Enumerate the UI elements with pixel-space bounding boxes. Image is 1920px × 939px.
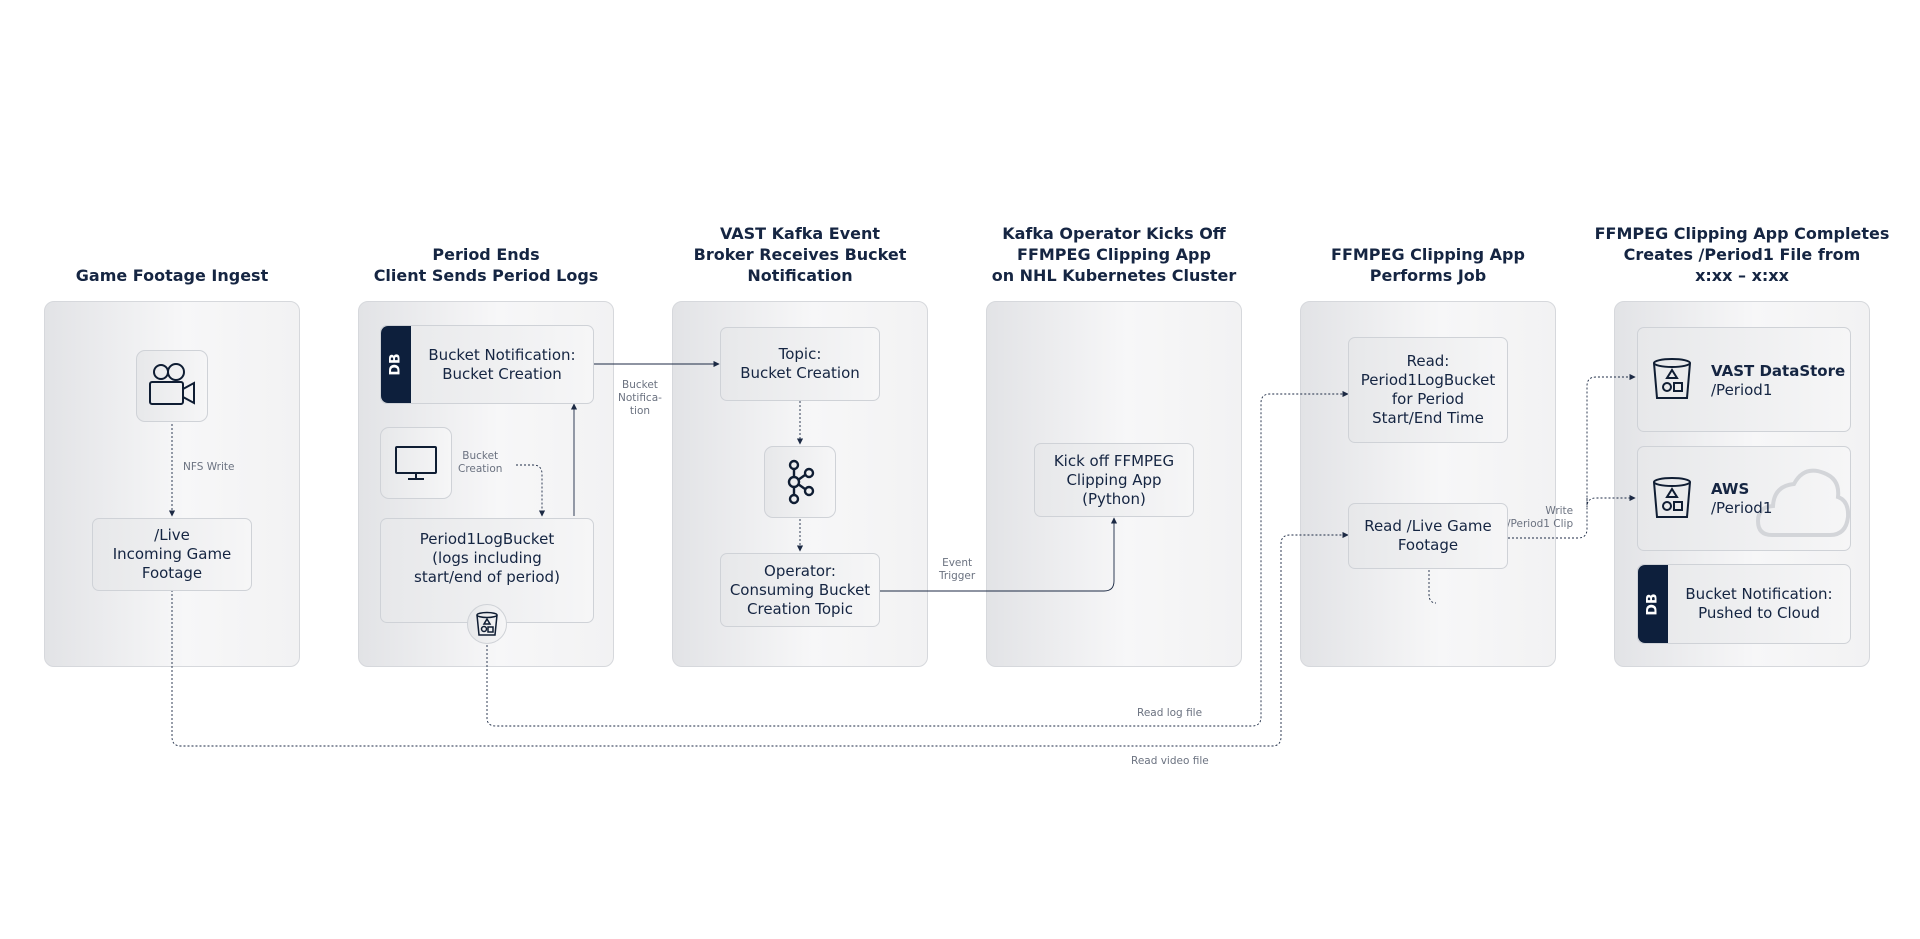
monitor-icon: [395, 446, 437, 480]
db-tab: DB: [381, 326, 411, 403]
label-bucket-creation: Bucket Creation: [458, 450, 503, 475]
label-read-log-file: Read log file: [1137, 707, 1203, 719]
column-title-ingest: Game Footage Ingest: [75, 266, 269, 285]
aws-name: AWS: [1711, 480, 1750, 498]
db-tab: DB: [1638, 565, 1668, 643]
vast-datastore-text: VAST DataStore /Period1: [1711, 362, 1845, 400]
aws-box: [1637, 446, 1851, 551]
cloud-notification-text: Bucket Notification: Pushed to Cloud: [1685, 585, 1833, 622]
kafka-icon: [787, 459, 815, 505]
aws-text: AWS /Period1: [1711, 480, 1772, 518]
bucket-notification-box: DB Bucket Notification: Bucket Creation: [380, 325, 594, 404]
monitor-box: [380, 427, 452, 499]
vast-path: /Period1: [1711, 381, 1773, 399]
bucket-notification-text: Bucket Notification: Bucket Creation: [428, 345, 576, 383]
aws-path: /Period1: [1711, 499, 1773, 517]
log-bucket-icon-box: [467, 604, 507, 644]
kafka-icon-box: [764, 446, 836, 518]
live-footage-box: /Live Incoming Game Footage: [92, 518, 252, 591]
column-title-kafka-broker: VAST Kafka Event Broker Receives Bucket …: [693, 224, 907, 285]
vast-datastore-box: [1637, 327, 1851, 432]
camera-box: [136, 350, 208, 422]
bucket-icon: [1653, 477, 1691, 518]
operator-box: Operator: Consuming Bucket Creation Topi…: [720, 553, 880, 627]
read-live-box: Read /Live Game Footage: [1348, 503, 1508, 569]
label-read-video-file: Read video file: [1131, 755, 1209, 767]
bucket-icon: [476, 611, 498, 636]
kickoff-box: Kick off FFMPEG Clipping App (Python): [1034, 443, 1194, 517]
video-camera-icon: [149, 363, 195, 405]
label-event-trigger: Event Trigger: [939, 557, 976, 582]
topic-box: Topic: Bucket Creation: [720, 327, 880, 401]
vast-name: VAST DataStore: [1711, 362, 1846, 380]
column-title-period-ends: Period Ends Client Sends Period Logs: [373, 245, 599, 285]
label-nfs-write: NFS Write: [183, 461, 235, 473]
cloud-icon: [1756, 468, 1850, 537]
label-bucket-notification: Bucket Notifica- tion: [618, 379, 662, 417]
bucket-icon: [1653, 358, 1691, 399]
column-title-ffmpeg-complete: FFMPEG Clipping App Completes Creates /P…: [1594, 224, 1890, 285]
read-log-box: Read: Period1LogBucket for Period Start/…: [1348, 337, 1508, 443]
column-title-kafka-operator: Kafka Operator Kicks Off FFMPEG Clipping…: [991, 224, 1237, 285]
column-title-ffmpeg-job: FFMPEG Clipping App Performs Job: [1331, 245, 1525, 285]
label-write-clip: Write /Period1 Clip: [1507, 505, 1574, 530]
cloud-notification-box: DB Bucket Notification: Pushed to Cloud: [1637, 564, 1851, 644]
